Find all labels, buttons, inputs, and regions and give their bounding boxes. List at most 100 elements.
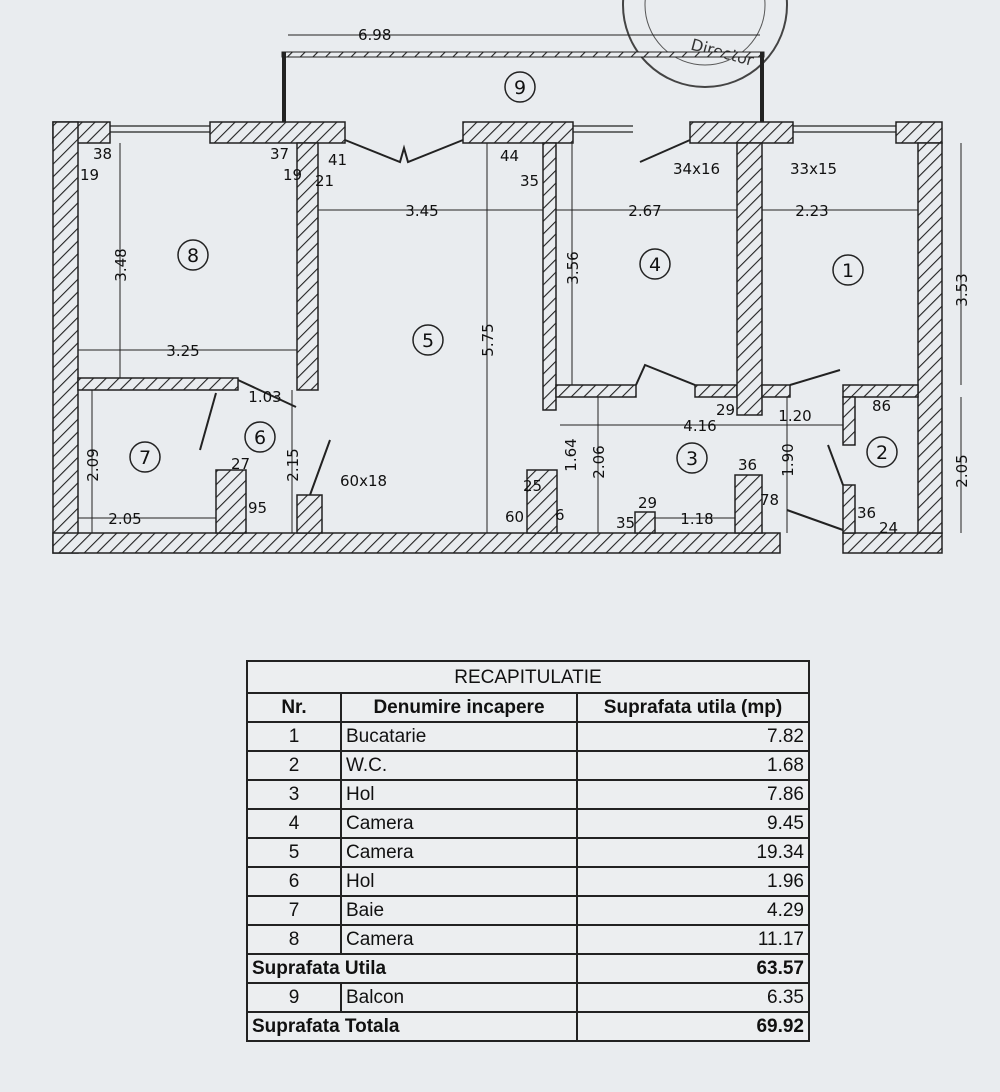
dim-room1-width: 2.23 [795, 202, 828, 220]
cell-nr: 9 [246, 982, 342, 1013]
cell-nr: 5 [246, 837, 342, 868]
walls [52, 121, 943, 554]
dim-room5-width: 3.45 [405, 202, 438, 220]
cell-name: Hol [340, 866, 578, 897]
dim-label: 21 [315, 172, 334, 190]
dim-label: 29 [638, 494, 657, 512]
dim-label: 35 [616, 514, 635, 532]
cell-name: Camera [340, 808, 578, 839]
dim-label: 60 [505, 508, 524, 526]
room-number-3: 3 [686, 448, 698, 470]
cell-name: Hol [340, 779, 578, 810]
header-area: Suprafata utila (mp) [576, 692, 810, 723]
dim-room6-height: 2.15 [284, 448, 302, 481]
dim-label: 36 [857, 504, 876, 522]
dim-label: 25 [523, 477, 542, 495]
cell-nr: 7 [246, 895, 342, 926]
cell-area: 6.35 [576, 982, 810, 1013]
dim-room7-height: 2.09 [84, 448, 102, 481]
dim-label: 38 [93, 145, 112, 163]
room-number-7: 7 [139, 447, 151, 469]
recap-table: RECAPITULATIE Nr. Denumire incapere Supr… [246, 660, 810, 1042]
dim-label: 6 [555, 506, 565, 524]
cell-area: 1.96 [576, 866, 810, 897]
table-title: RECAPITULATIE [246, 660, 810, 694]
dim-room5-height: 5.75 [479, 323, 497, 356]
room-number-6: 6 [254, 427, 266, 449]
dim-room2-height: 2.05 [953, 454, 971, 487]
room-number-2: 2 [876, 442, 888, 464]
dim-room4-height: 3.56 [564, 251, 582, 284]
dim-room6-width: 1.03 [248, 388, 281, 406]
cell-area: 7.82 [576, 721, 810, 752]
cell-area: 4.29 [576, 895, 810, 926]
cell-area: 1.68 [576, 750, 810, 781]
dim-room3-niche: 1.18 [680, 510, 713, 528]
balcony [281, 34, 765, 124]
niche-label: 33x15 [790, 160, 837, 178]
cell-name: Bucatarie [340, 721, 578, 752]
dim-label: 37 [270, 145, 289, 163]
dim-room8-height: 3.48 [112, 248, 130, 281]
cell-name: W.C. [340, 750, 578, 781]
cell-name: Camera [340, 837, 578, 868]
dim-label: 19 [80, 166, 99, 184]
dim-label: 44 [500, 147, 519, 165]
dim-room1-height: 3.53 [953, 273, 971, 306]
cell-name: Balcon [340, 982, 578, 1013]
header-nr: Nr. [246, 692, 342, 723]
room-number-4: 4 [649, 254, 661, 276]
cell-nr: 1 [246, 721, 342, 752]
niche-label: 34x16 [673, 160, 720, 178]
dim-label: 29 [716, 401, 735, 419]
cell-nr: 2 [246, 750, 342, 781]
room-number-9: 9 [514, 77, 526, 99]
total-value: 69.92 [576, 1011, 810, 1042]
dim-label: 27 [231, 455, 250, 473]
dim-balcony-width: 6.98 [358, 26, 391, 44]
dim-label: 35 [520, 172, 539, 190]
total-label: Suprafata Totala [246, 1011, 578, 1042]
cell-area: 7.86 [576, 779, 810, 810]
dim-label: 95 [248, 499, 267, 517]
cell-name: Camera [340, 924, 578, 955]
cell-area: 9.45 [576, 808, 810, 839]
cell-nr: 8 [246, 924, 342, 955]
cell-area: 11.17 [576, 924, 810, 955]
dim-room4-width: 2.67 [628, 202, 661, 220]
dim-label: 24 [879, 519, 898, 537]
floor-plan: Director [52, 0, 971, 554]
header-name: Denumire incapere [340, 692, 578, 723]
windows [110, 125, 896, 133]
dim-label: 19 [283, 166, 302, 184]
dim-room3-height-b: 2.06 [590, 445, 608, 478]
dim-label: 36 [738, 456, 757, 474]
room-number-1: 1 [842, 260, 854, 282]
dim-room8-width: 3.25 [166, 342, 199, 360]
doors [199, 139, 844, 531]
cell-nr: 4 [246, 808, 342, 839]
room-number-8: 8 [187, 245, 199, 267]
dim-room7-width: 2.05 [108, 510, 141, 528]
cell-name: Baie [340, 895, 578, 926]
subtotal-label: Suprafata Utila [246, 953, 578, 984]
dim-room3-width: 4.16 [683, 417, 716, 435]
cell-nr: 3 [246, 779, 342, 810]
cell-nr: 6 [246, 866, 342, 897]
dim-label: 41 [328, 151, 347, 169]
pillar-label: 60x18 [340, 472, 387, 490]
dimension-labels: 6.98 38 19 37 19 41 21 44 35 34x16 33x15… [80, 26, 971, 537]
dim-room3-passage: 1.20 [778, 407, 811, 425]
dim-room3-height-a: 1.64 [562, 438, 580, 471]
cell-area: 19.34 [576, 837, 810, 868]
